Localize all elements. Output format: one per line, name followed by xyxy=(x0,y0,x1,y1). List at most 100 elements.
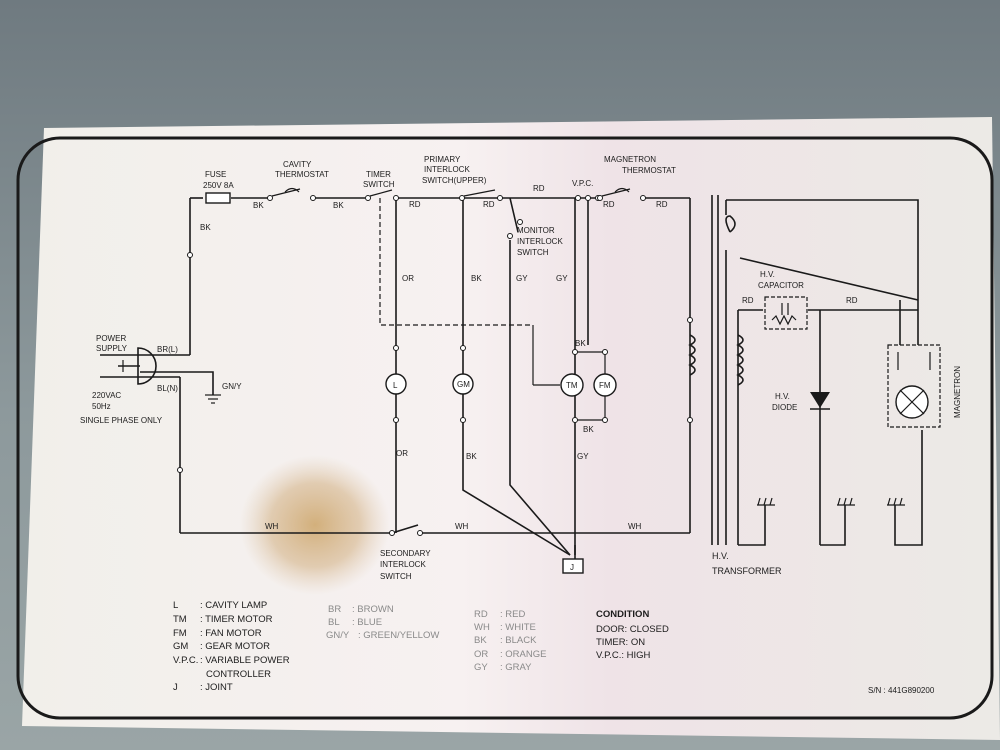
wire-label-bk: BK xyxy=(471,274,482,283)
hv-ground-symbols xyxy=(757,497,905,506)
condition-title: CONDITION xyxy=(596,609,649,620)
wire-label-bk: BK xyxy=(333,201,344,210)
serial-number: S/N : 441G890200 xyxy=(868,686,935,695)
legend-components: L : CAVITY LAMP TM : TIMER MOTOR FM : FA… xyxy=(173,600,290,693)
condition-line: TIMER: ON xyxy=(596,637,645,648)
legend-desc: : WHITE xyxy=(500,622,536,633)
legend-colors-2: RD : RED WH : WHITE BK : BLACK OR : ORAN… xyxy=(474,609,546,673)
joint-symbol xyxy=(562,558,584,574)
gm-symbol-label: GM xyxy=(457,380,470,389)
wire-label-bk: BK xyxy=(253,201,264,210)
legend-desc: : GREEN/YELLOW xyxy=(358,630,439,641)
legend-code: FM xyxy=(173,628,187,639)
legend-desc: : ORANGE xyxy=(500,649,546,660)
hv-section-wiring xyxy=(688,195,923,546)
legend-code: BR xyxy=(328,604,341,615)
cavity-thermostat-label-1: CAVITY xyxy=(283,160,312,169)
ground-symbol xyxy=(205,394,221,404)
hv-transformer-label-2: TRANSFORMER xyxy=(712,566,782,576)
power-supply-label-1: POWER xyxy=(96,334,126,343)
legend-code: GY xyxy=(474,662,488,673)
gn-y-label: GN/Y xyxy=(222,382,242,391)
legend-code: GM xyxy=(173,641,188,652)
legend-code: L xyxy=(173,600,178,611)
monitor-interlock-symbol xyxy=(507,219,523,239)
fuse-rating-label: 250V 8A xyxy=(203,181,234,190)
wire-label-or: OR xyxy=(396,449,408,458)
wire-label-rd: RD xyxy=(409,200,421,209)
hv-diode-symbol xyxy=(810,392,830,410)
legend-desc: : JOINT xyxy=(200,682,233,693)
component-labels: FUSE 250V 8A CAVITY THERMOSTAT TIMER SWI… xyxy=(80,155,962,695)
legend-desc: : BLUE xyxy=(352,617,382,628)
gear-motor-symbol xyxy=(452,373,474,395)
legend-code: RD xyxy=(474,609,488,620)
legend-desc: : VARIABLE POWER xyxy=(200,655,290,666)
secondary-interlock-label-3: SWITCH xyxy=(380,572,412,581)
timer-switch-label-2: SWITCH xyxy=(363,180,395,189)
secondary-interlock-label-1: SECONDARY xyxy=(380,549,431,558)
wire-label-wh: WH xyxy=(455,522,469,531)
legend-code: GN/Y xyxy=(326,630,350,641)
timer-motor-symbol xyxy=(560,373,584,397)
tm-symbol-label: TM xyxy=(566,381,578,390)
timer-switch-symbol xyxy=(365,189,399,201)
vpc-label: V.P.C. xyxy=(572,179,593,188)
lamp-symbol-label: L xyxy=(393,381,398,390)
condition-block: CONDITION DOOR: CLOSED TIMER: ON V.P.C.:… xyxy=(596,609,669,661)
wire-label-bk: BK xyxy=(575,339,586,348)
supply-freq-label: 50Hz xyxy=(92,402,111,411)
legend-desc: : TIMER MOTOR xyxy=(200,614,273,625)
wire-label-gy: GY xyxy=(516,274,528,283)
joint-symbol-label: J xyxy=(570,563,574,572)
secondary-interlock-label-2: INTERLOCK xyxy=(380,560,426,569)
monitor-interlock-label-3: SWITCH xyxy=(517,248,549,257)
legend-code: TM xyxy=(173,614,187,625)
wire-label-gy: GY xyxy=(577,452,589,461)
magnetron-label: MAGNETRON xyxy=(953,366,962,418)
legend-desc: : GEAR MOTOR xyxy=(200,641,270,652)
power-plug-symbol xyxy=(100,347,157,385)
br-l-label: BR(L) xyxy=(157,345,178,354)
wire-label-rd: RD xyxy=(742,296,754,305)
hv-diode-label-2: DIODE xyxy=(772,403,797,412)
fm-symbol-label: FM xyxy=(599,381,611,390)
legend-desc: : BLACK xyxy=(500,635,537,646)
wire-label-gy: GY xyxy=(556,274,568,283)
legend-desc: : BROWN xyxy=(352,604,394,615)
wire-label-rd: RD xyxy=(533,184,545,193)
hv-capacitor-label-2: CAPACITOR xyxy=(758,281,804,290)
wire-label-rd: RD xyxy=(846,296,858,305)
wire-color-labels: BK BK BK RD RD RD RD RD OR BK GY GY BK B… xyxy=(200,184,858,531)
wire-label-bk: BK xyxy=(466,452,477,461)
legend-desc: : RED xyxy=(500,609,525,620)
legend-colors-1: BR : BROWN BL : BLUE GN/Y : GREEN/YELLOW xyxy=(326,604,439,641)
vpc-symbol xyxy=(575,195,601,201)
legend-desc: : CAVITY LAMP xyxy=(200,600,267,611)
legend-code: J xyxy=(173,682,178,693)
wire-label-rd: RD xyxy=(483,200,495,209)
legend-desc: CONTROLLER xyxy=(206,669,271,680)
primary-interlock-symbol xyxy=(459,189,503,201)
wire-label-or: OR xyxy=(402,274,414,283)
timer-switch-label-1: TIMER xyxy=(366,170,391,179)
monitor-interlock-label-1: MONITOR xyxy=(517,226,555,235)
sticker-border xyxy=(16,136,994,720)
wire-label-bk: BK xyxy=(200,223,211,232)
magnetron-thermostat-label-1: MAGNETRON xyxy=(604,155,656,164)
legend-code: V.P.C. xyxy=(173,655,198,666)
sticker-paper xyxy=(22,117,1000,740)
legend-code: WH xyxy=(474,622,490,633)
legend-desc: : FAN MOTOR xyxy=(200,628,262,639)
stain-mark xyxy=(240,455,390,595)
hv-transformer-label-1: H.V. xyxy=(712,551,729,561)
bl-n-label: BL(N) xyxy=(157,384,178,393)
primary-interlock-label-3: SWITCH(UPPER) xyxy=(422,176,487,185)
primary-interlock-label-2: INTERLOCK xyxy=(424,165,470,174)
hv-diode-label-1: H.V. xyxy=(775,392,790,401)
legend-code: OR xyxy=(474,649,488,660)
wiring xyxy=(138,197,691,560)
monitor-interlock-label-2: INTERLOCK xyxy=(517,237,563,246)
wire-label-rd: RD xyxy=(603,200,615,209)
